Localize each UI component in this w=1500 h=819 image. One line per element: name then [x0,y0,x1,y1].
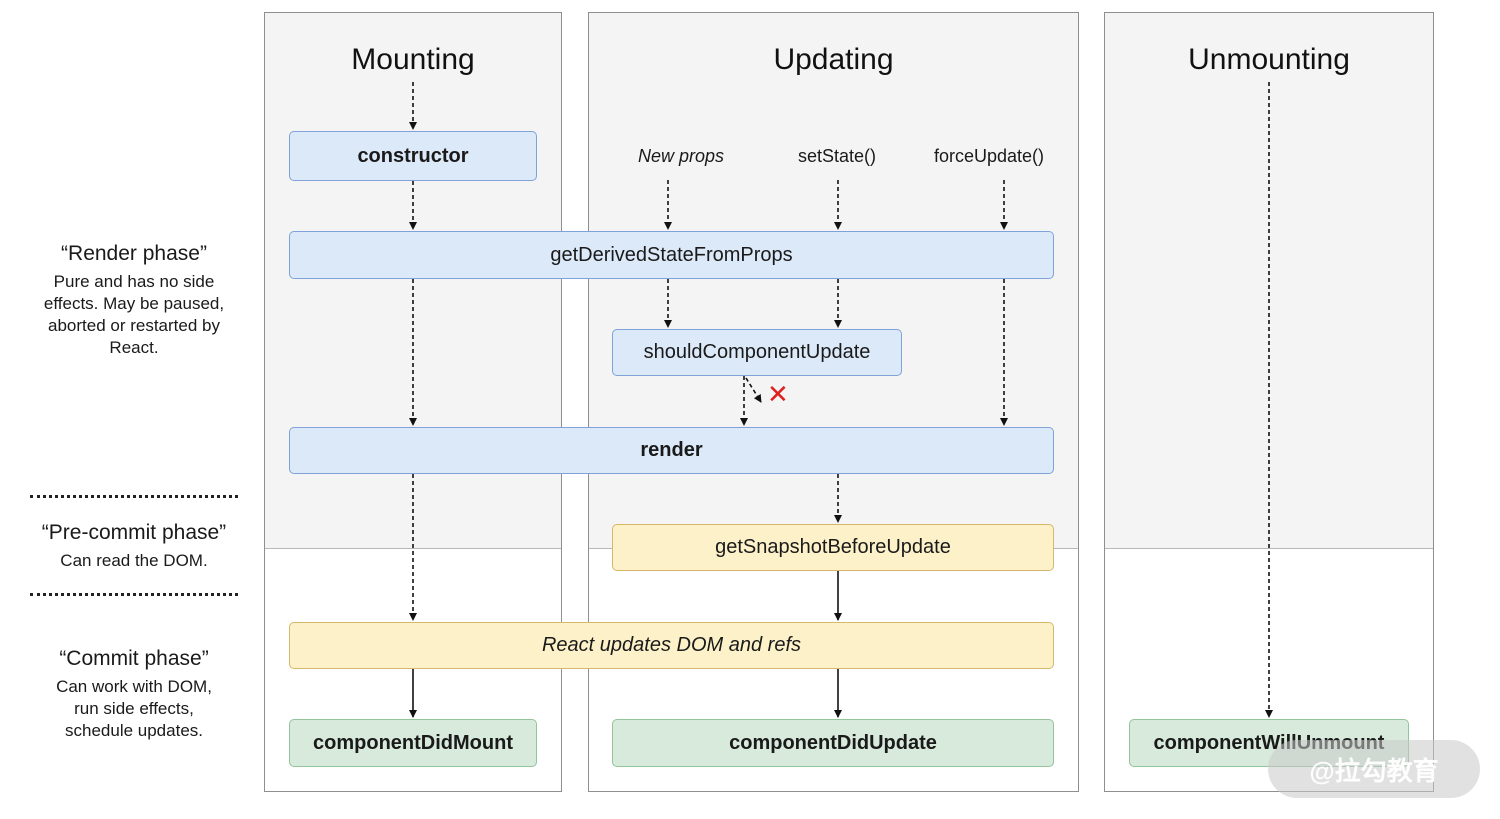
dom-update-label: React updates DOM and refs [541,634,801,656]
unmounting-title: Unmounting [1188,43,1350,76]
render-phase-description: Pure and has no side effects. May be pau… [43,272,225,357]
get-snapshot-box: getSnapshotBeforeUpdate [612,524,1054,571]
should-component-update-label: shouldComponentUpdate [643,341,871,363]
should-component-update-box: shouldComponentUpdate [612,329,902,376]
precommit-phase-label: “Pre-commit phase” Can read the DOM. [20,521,248,572]
commit-phase-label: “Commit phase” Can work with DOM, run si… [20,647,248,742]
arrow-scu-cancel [745,377,762,403]
trigger-new-props: New props [637,146,725,166]
trigger-force-update: forceUpdate() [933,146,1045,166]
render-phase-title: “Render phase” [61,242,207,265]
constructor-label: constructor [357,144,469,167]
dom-update-box: React updates DOM and refs [289,622,1054,669]
phase-divider [30,593,238,596]
render-phase-label: “Render phase” Pure and has no side effe… [20,242,248,359]
mounting-title: Mounting [351,43,475,76]
updating-title: Updating [773,43,894,76]
precommit-phase-description: Can read the DOM. [60,551,208,570]
component-did-mount-label: componentDidMount [313,731,513,754]
get-derived-state-label: getDerivedStateFromProps [550,243,793,266]
get-derived-state-box: getDerivedStateFromProps [289,231,1054,279]
watermark: @拉勾教育 [1268,740,1480,798]
constructor-box: constructor [289,131,537,181]
unmounting-column: Unmounting [1104,12,1434,792]
precommit-phase-title: “Pre-commit phase” [41,521,227,544]
render-box: render [289,427,1054,474]
component-did-mount-box: componentDidMount [289,719,537,767]
commit-phase-title: “Commit phase” [59,647,209,670]
phase-divider [30,495,238,498]
component-did-update-box: componentDidUpdate [612,719,1054,767]
component-did-update-label: componentDidUpdate [729,731,937,754]
cancel-x-icon: ✕ [767,379,789,409]
get-snapshot-label: getSnapshotBeforeUpdate [715,536,951,558]
render-label: render [640,439,703,461]
trigger-set-state: setState() [797,146,877,166]
commit-phase-description: Can work with DOM, run side effects, sch… [56,677,212,740]
